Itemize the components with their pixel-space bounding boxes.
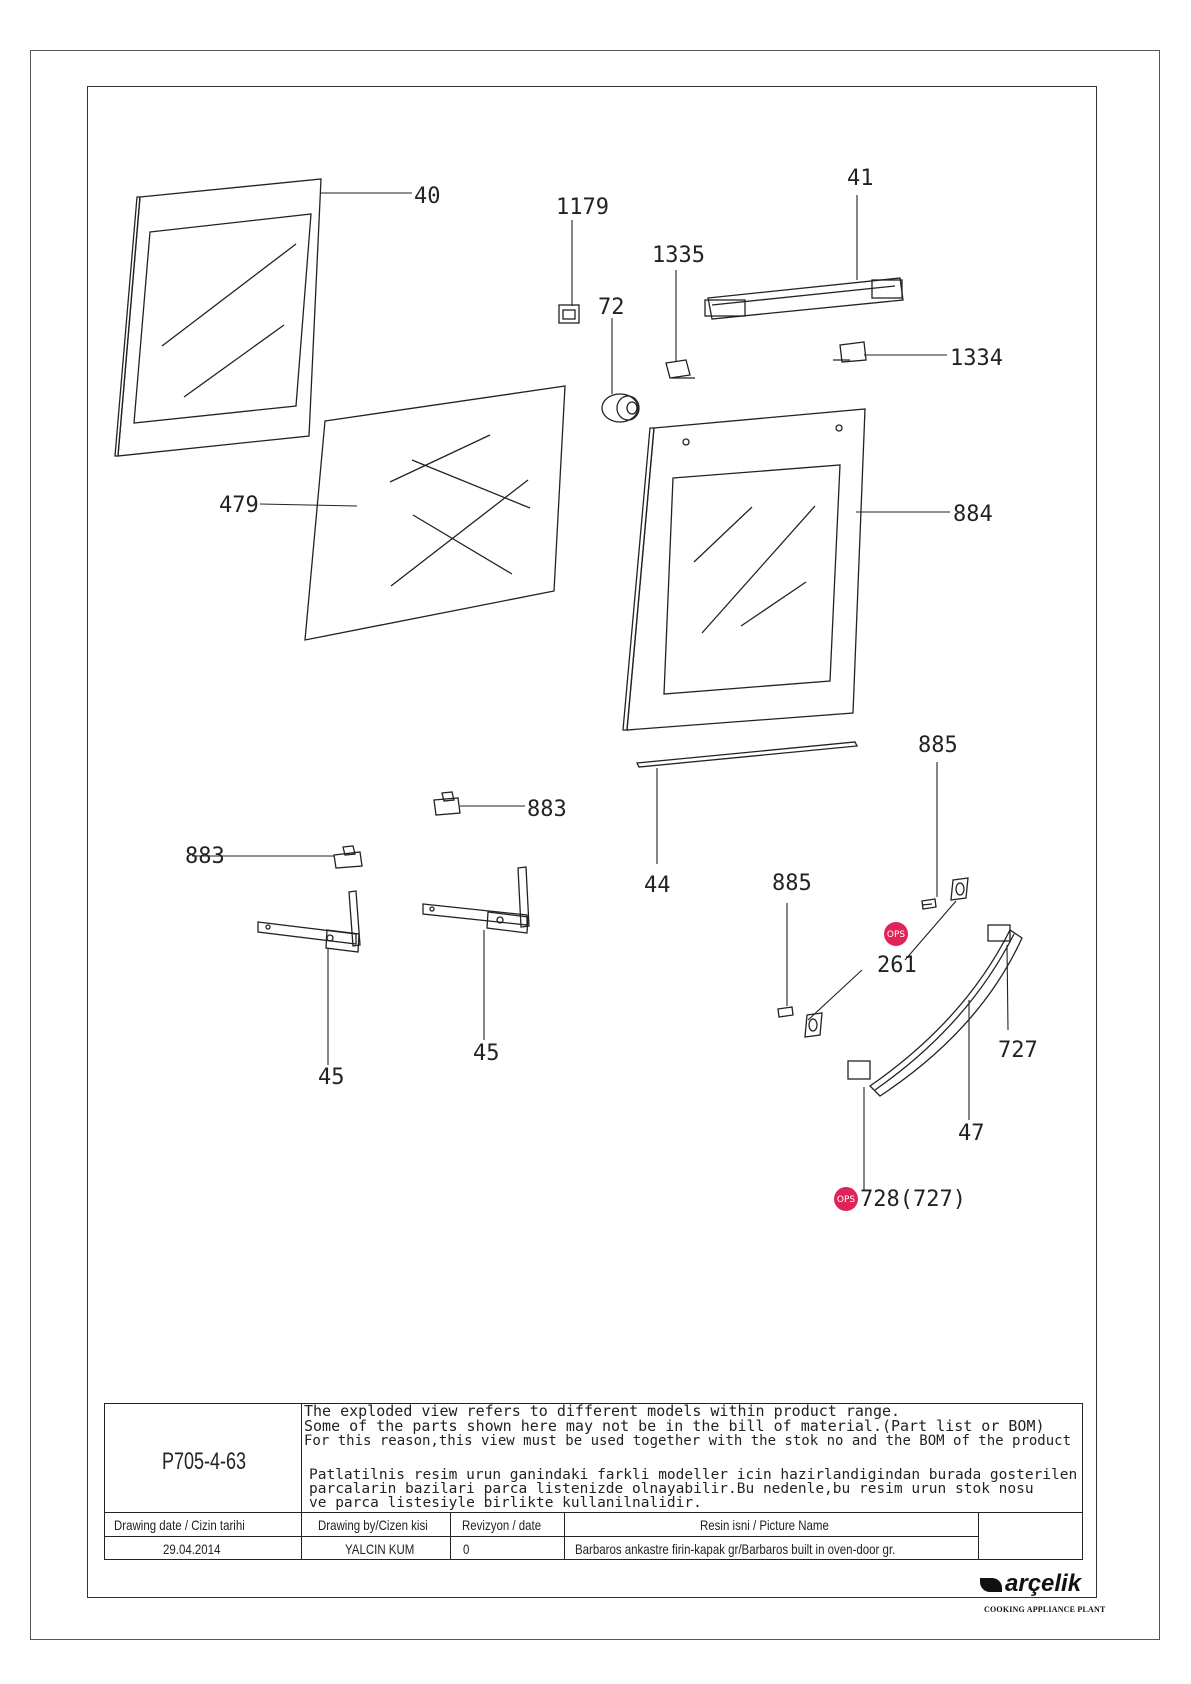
ops-badge-261	[884, 922, 908, 946]
label-883-a: 883	[527, 797, 567, 822]
label-884: 884	[953, 502, 993, 527]
part-40-glass-panel	[114, 178, 322, 457]
label-479: 479	[219, 493, 259, 518]
value-drawing-by: YALCIN KUM	[345, 1541, 415, 1557]
part-1334-bracket	[833, 341, 867, 363]
header-drawing-date: Drawing date / Cizin tarihi	[114, 1517, 245, 1533]
label-728: 728(727)	[860, 1187, 966, 1212]
part-885-screw-a	[921, 898, 937, 910]
header-picture-name: Resin isni / Picture Name	[700, 1517, 829, 1533]
title-block-col-rev	[450, 1512, 565, 1560]
label-72: 72	[598, 295, 625, 320]
part-45-hinge-left	[257, 890, 361, 953]
part-1179-clip	[558, 304, 580, 324]
label-727: 727	[998, 1038, 1038, 1063]
label-41: 41	[847, 166, 874, 191]
note-tr-1: Patlatilnis resim urun ganindaki farkli …	[309, 1467, 1078, 1483]
label-883-b: 883	[185, 844, 225, 869]
part-884-door-glass	[622, 408, 866, 731]
header-revision: Revizyon / date	[462, 1517, 542, 1533]
value-picture-name: Barbaros ankastre firin-kapak gr/Barbaro…	[575, 1541, 896, 1557]
label-47: 47	[958, 1121, 985, 1146]
label-44: 44	[644, 873, 671, 898]
arcelik-logo-text: arçelik	[1005, 1570, 1082, 1597]
header-drawing-by: Drawing by/Cizen kisi	[318, 1517, 428, 1533]
label-40: 40	[414, 184, 441, 209]
ops-badge-261-text: OPS	[887, 930, 906, 940]
part-261-cap-b	[804, 1012, 823, 1038]
drawing-number: P705-4-63	[162, 1448, 247, 1475]
label-885-a: 885	[918, 733, 958, 758]
label-1335: 1335	[652, 243, 705, 268]
title-block-col-logo	[978, 1512, 1083, 1560]
label-45-b: 45	[473, 1041, 500, 1066]
part-41-top-profile	[704, 277, 904, 320]
plant-caption: COOKING APPLIANCE PLANT	[984, 1605, 1106, 1614]
part-72-bumper	[601, 393, 640, 423]
outer-frame	[30, 50, 1160, 1640]
part-1335-bracket	[665, 359, 695, 379]
note-en-3: For this reason,this view must be used t…	[304, 1433, 1072, 1449]
part-45-hinge-right	[422, 866, 530, 934]
label-885-b: 885	[772, 871, 812, 896]
label-261: 261	[877, 953, 917, 978]
ops-badge-728-text: OPS	[837, 1195, 856, 1205]
note-tr-2: parcalarin bazilari parca listenizde oln…	[309, 1481, 1034, 1497]
inner-frame	[87, 86, 1097, 1598]
part-883-clip-a	[433, 791, 461, 816]
label-45-a: 45	[318, 1065, 345, 1090]
ops-badge-728	[834, 1187, 858, 1211]
arcelik-logo-swoosh-icon	[980, 1577, 1002, 1592]
part-47-handle	[847, 924, 1023, 1097]
note-en-2: Some of the parts shown here may not be …	[304, 1417, 1045, 1435]
label-1334: 1334	[950, 346, 1003, 371]
note-en-1: The exploded view refers to different mo…	[304, 1402, 901, 1420]
arcelik-logo: arçelik	[980, 1570, 1081, 1598]
label-1179: 1179	[556, 195, 609, 220]
value-revision: 0	[463, 1541, 470, 1557]
note-tr-3: ve parca listesiyle birlikte kullanilnal…	[309, 1495, 702, 1511]
value-drawing-date: 29.04.2014	[163, 1541, 221, 1557]
part-479-glass-plate	[304, 385, 566, 641]
part-44-strip	[635, 741, 859, 768]
part-261-cap-a	[950, 877, 969, 901]
part-885-screw-b	[777, 1006, 794, 1018]
part-883-clip-b	[333, 845, 363, 869]
